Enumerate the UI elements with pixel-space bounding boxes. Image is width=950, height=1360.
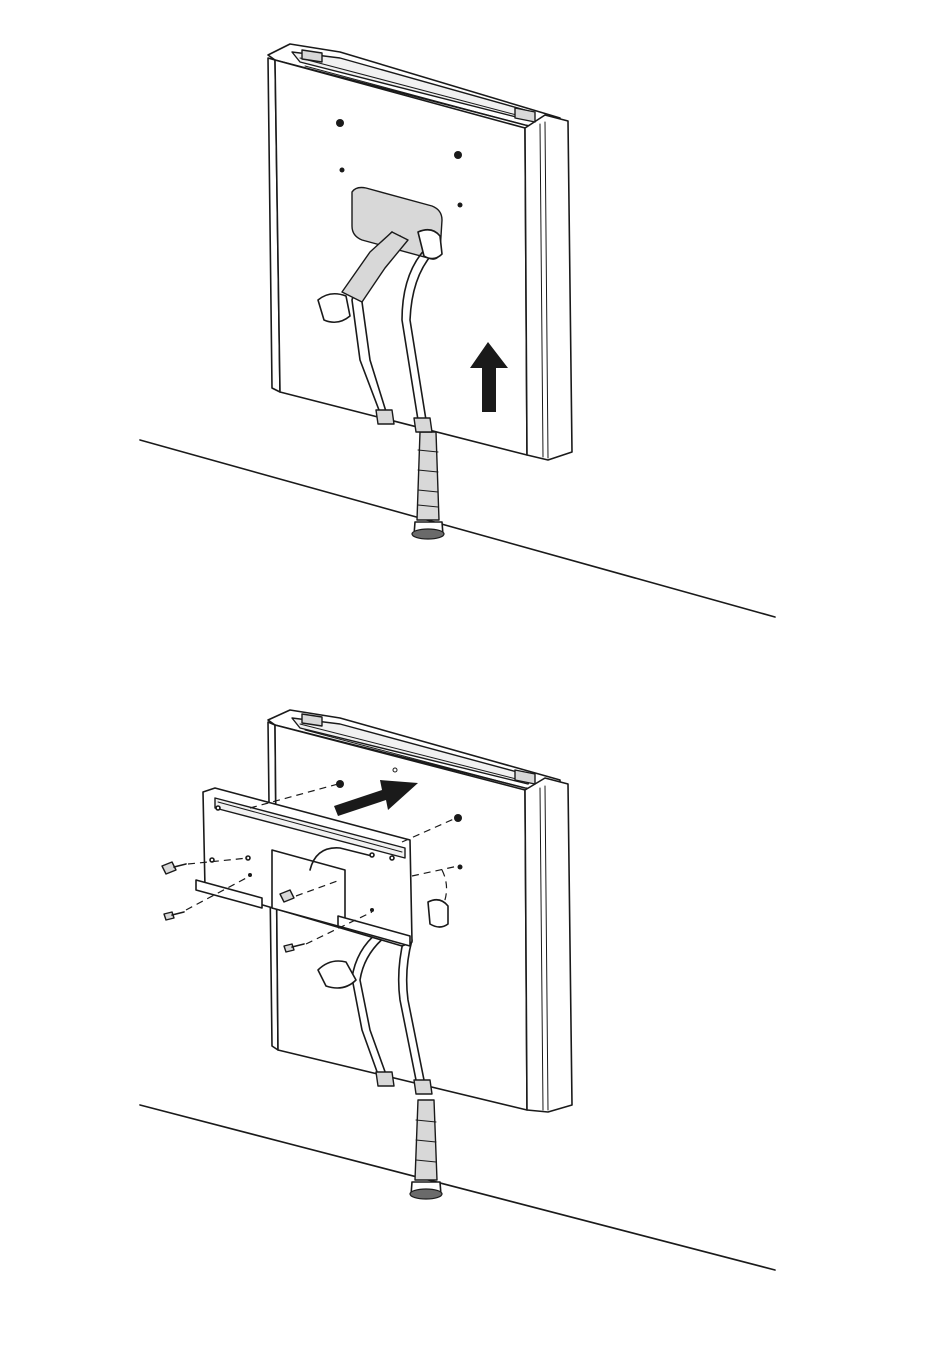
mount-hole <box>336 119 344 127</box>
step-2-panel <box>0 680 950 1360</box>
drain-pipe <box>412 432 444 539</box>
mount-hole <box>458 865 463 870</box>
mount-hole <box>454 814 462 822</box>
screw-icon <box>162 862 176 874</box>
step-1-illustration <box>0 0 950 680</box>
screw-icon <box>164 912 174 920</box>
drain-pipe <box>410 1100 442 1199</box>
cabinet <box>268 44 572 460</box>
mount-hole <box>340 168 345 173</box>
step-1-panel <box>0 0 950 680</box>
floor-line <box>140 440 775 617</box>
step-2-illustration <box>0 680 950 1360</box>
mount-hole <box>458 203 463 208</box>
floor-line <box>140 1105 775 1270</box>
mount-hole <box>454 151 462 159</box>
screw-icon <box>284 944 294 952</box>
